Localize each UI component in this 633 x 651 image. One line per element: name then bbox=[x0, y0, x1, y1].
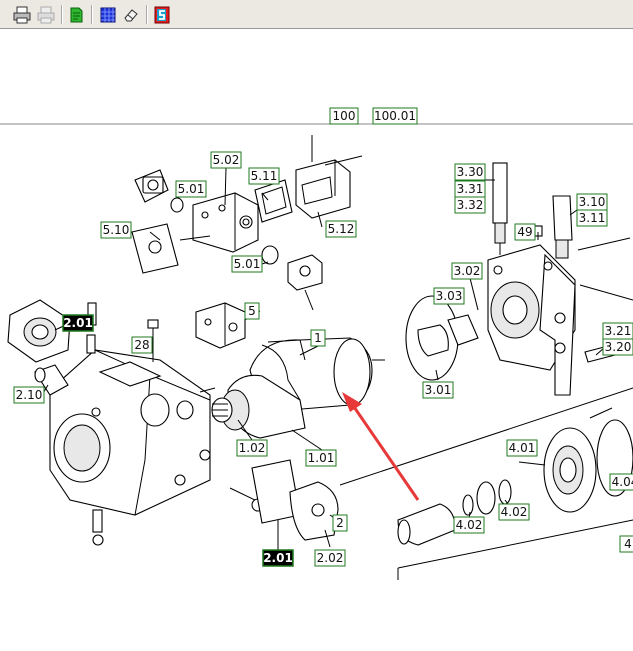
label-4-02-right[interactable]: 4.02 bbox=[498, 503, 530, 521]
svg-text:1: 1 bbox=[314, 331, 322, 345]
svg-text:3.02: 3.02 bbox=[454, 264, 481, 278]
svg-text:3.01: 3.01 bbox=[425, 383, 452, 397]
svg-text:100.01: 100.01 bbox=[374, 109, 416, 123]
label-1[interactable]: 1 bbox=[310, 329, 326, 347]
svg-text:4.02: 4.02 bbox=[501, 505, 528, 519]
svg-text:3.11: 3.11 bbox=[579, 211, 606, 225]
svg-text:5.02: 5.02 bbox=[213, 153, 240, 167]
svg-text:5.10: 5.10 bbox=[103, 223, 130, 237]
label-28[interactable]: 28 bbox=[131, 336, 153, 354]
erase-button[interactable] bbox=[121, 5, 141, 25]
svg-text:1.01: 1.01 bbox=[308, 451, 335, 465]
label-5-01-upper[interactable]: 5.01 bbox=[175, 180, 207, 198]
svg-text:4.04: 4.04 bbox=[612, 475, 633, 489]
svg-text:3.30: 3.30 bbox=[457, 165, 484, 179]
label-2-10[interactable]: 2.10 bbox=[13, 386, 45, 404]
label-49[interactable]: 49 bbox=[514, 223, 536, 241]
label-3-01[interactable]: 3.01 bbox=[422, 381, 454, 399]
help-button[interactable] bbox=[152, 5, 172, 25]
svg-text:4.02: 4.02 bbox=[456, 518, 483, 532]
green-document-icon bbox=[70, 7, 83, 23]
port-cover bbox=[487, 244, 576, 396]
label-3-32[interactable]: 3.32 bbox=[454, 196, 486, 214]
label-5-02[interactable]: 5.02 bbox=[210, 151, 242, 169]
svg-text:3.31: 3.31 bbox=[457, 182, 484, 196]
label-1-01[interactable]: 1.01 bbox=[305, 449, 337, 467]
label-4[interactable]: 4 bbox=[619, 535, 633, 553]
svg-text:1.02: 1.02 bbox=[239, 441, 266, 455]
printer-disabled-icon bbox=[37, 6, 55, 24]
label-5-01-lower[interactable]: 5.01 bbox=[231, 255, 263, 273]
label-3-30[interactable]: 3.30 bbox=[454, 163, 486, 181]
label-4-04[interactable]: 4.04 bbox=[609, 473, 633, 491]
control-valve-group bbox=[131, 135, 363, 311]
label-1-02[interactable]: 1.02 bbox=[236, 439, 268, 457]
label-3-02[interactable]: 3.02 bbox=[451, 262, 483, 280]
svg-text:3.21: 3.21 bbox=[605, 324, 632, 338]
label-4-02-left[interactable]: 4.02 bbox=[453, 516, 485, 534]
label-100-01[interactable]: 100.01 bbox=[372, 107, 418, 125]
svg-text:5.11: 5.11 bbox=[251, 169, 278, 183]
label-5-11[interactable]: 5.11 bbox=[248, 167, 280, 185]
export-button[interactable] bbox=[66, 5, 86, 25]
label-3-10[interactable]: 3.10 bbox=[576, 193, 608, 211]
printer-icon bbox=[13, 6, 31, 24]
select-button[interactable] bbox=[98, 5, 118, 25]
exploded-parts-diagram: 100 100.01 5.02 5.01 5.11 5.10 5.01 5.12… bbox=[0, 30, 633, 651]
svg-text:2: 2 bbox=[336, 516, 344, 530]
svg-text:4: 4 bbox=[624, 537, 632, 551]
svg-text:2.10: 2.10 bbox=[16, 388, 43, 402]
print-button[interactable] bbox=[12, 5, 32, 25]
label-4-01[interactable]: 4.01 bbox=[506, 439, 538, 457]
svg-text:5.12: 5.12 bbox=[328, 222, 355, 236]
label-3-03[interactable]: 3.03 bbox=[433, 287, 465, 305]
print-preview-button[interactable] bbox=[36, 5, 56, 25]
label-3-20[interactable]: 3.20 bbox=[602, 338, 633, 356]
svg-text:3.03: 3.03 bbox=[436, 289, 463, 303]
label-100[interactable]: 100 bbox=[329, 107, 359, 125]
label-2-01-lower[interactable]: 2.01 bbox=[262, 549, 294, 567]
svg-text:5.01: 5.01 bbox=[234, 257, 261, 271]
blue-grid-icon bbox=[100, 7, 116, 23]
pump-housing bbox=[49, 349, 211, 516]
svg-text:2.01: 2.01 bbox=[263, 551, 293, 565]
svg-text:4.01: 4.01 bbox=[509, 441, 536, 455]
label-2[interactable]: 2 bbox=[332, 514, 348, 532]
rotary-group bbox=[211, 337, 385, 439]
highlight-arrow bbox=[342, 392, 420, 501]
label-5-10[interactable]: 5.10 bbox=[100, 221, 132, 239]
label-3-11[interactable]: 3.11 bbox=[576, 209, 608, 227]
svg-text:2.01: 2.01 bbox=[63, 316, 93, 330]
svg-text:5: 5 bbox=[248, 304, 256, 318]
svg-text:5.01: 5.01 bbox=[178, 182, 205, 196]
label-5[interactable]: 5 bbox=[244, 302, 260, 320]
svg-text:3.20: 3.20 bbox=[605, 340, 632, 354]
red-s-icon bbox=[154, 6, 170, 24]
svg-text:28: 28 bbox=[134, 338, 149, 352]
svg-text:3.32: 3.32 bbox=[457, 198, 484, 212]
label-3-21[interactable]: 3.21 bbox=[602, 322, 633, 340]
eraser-icon bbox=[124, 9, 138, 22]
svg-text:100: 100 bbox=[333, 109, 356, 123]
svg-text:49: 49 bbox=[517, 225, 532, 239]
toolbar bbox=[0, 0, 633, 29]
svg-text:3.10: 3.10 bbox=[579, 195, 606, 209]
label-5-12[interactable]: 5.12 bbox=[325, 220, 357, 238]
label-2-01-upper[interactable]: 2.01 bbox=[62, 314, 94, 332]
label-2-02[interactable]: 2.02 bbox=[314, 549, 346, 567]
svg-text:2.02: 2.02 bbox=[317, 551, 344, 565]
label-3-31[interactable]: 3.31 bbox=[454, 180, 486, 198]
